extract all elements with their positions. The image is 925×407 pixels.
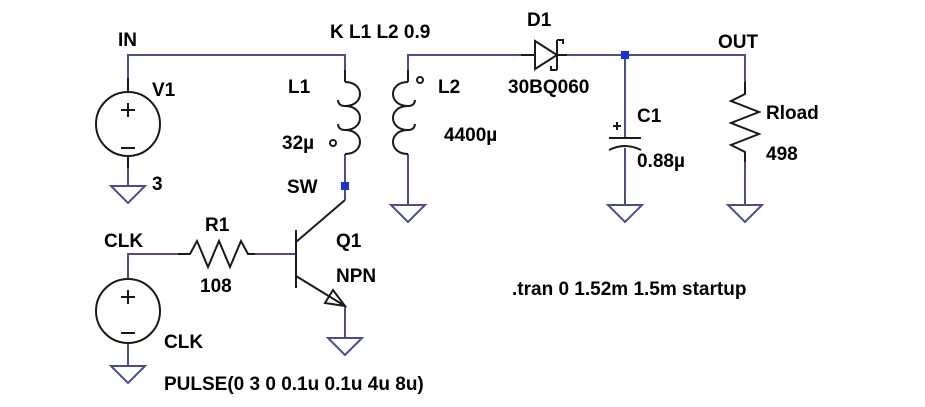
r1-name: R1 [205, 215, 230, 236]
l2-value: 4400µ [444, 125, 497, 146]
ground-icon [325, 337, 365, 357]
tran-directive: .tran 0 1.52m 1.5m startup [512, 279, 746, 300]
d1-schottky-diode[interactable] [521, 39, 567, 71]
net-label-out: OUT [718, 32, 759, 53]
ground-symbols [108, 185, 765, 385]
l1-polarity-dot [329, 139, 337, 147]
l2-name: L2 [438, 77, 460, 98]
wire-out-net [567, 54, 746, 82]
sw-junction-dot [341, 182, 349, 190]
l1-name: L1 [288, 77, 311, 98]
rload-resistor[interactable] [728, 82, 762, 162]
d1-name: D1 [527, 10, 552, 31]
l2-inductor[interactable] [392, 70, 424, 155]
net-label-clk: CLK [104, 231, 143, 252]
c1-value: 0.88µ [637, 151, 685, 172]
ground-icon [108, 185, 148, 205]
clk-source-value: PULSE(0 3 0 0.1u 0.1u 4u 8u) [164, 374, 424, 395]
q1-npn-transistor[interactable] [295, 199, 348, 308]
l1-value: 32µ [282, 133, 314, 154]
ground-icon [108, 365, 148, 385]
v1-name: V1 [152, 80, 176, 101]
out-junction-dot [621, 51, 629, 59]
clk-pulse-source[interactable] [95, 278, 161, 344]
ground-icon [725, 204, 765, 224]
emitter-arrow-icon [323, 288, 348, 308]
l2-polarity-dot [416, 76, 424, 84]
c1-name: C1 [637, 106, 662, 127]
rload-name: Rload [766, 103, 819, 124]
wire-in-net [127, 54, 346, 78]
r1-resistor[interactable] [178, 238, 255, 270]
wires [127, 54, 746, 366]
net-label-in: IN [118, 30, 137, 51]
q1-name: Q1 [336, 231, 362, 252]
coupling-directive: K L1 L2 0.9 [330, 22, 430, 43]
wire-l2-anode [407, 54, 521, 70]
wire-clk-net [127, 253, 178, 278]
ground-icon [605, 204, 645, 224]
q1-value: NPN [336, 266, 376, 287]
clk-source-name: CLK [164, 332, 203, 353]
v1-value: 3 [152, 174, 163, 195]
c1-capacitor[interactable] [608, 122, 642, 151]
r1-value: 108 [200, 276, 232, 297]
ground-icon [388, 204, 428, 224]
d1-value: 30BQ060 [508, 77, 589, 98]
net-label-sw: SW [287, 177, 318, 198]
l1-inductor[interactable] [329, 70, 361, 155]
v1-voltage-source[interactable] [95, 78, 161, 168]
rload-value: 498 [766, 144, 798, 165]
